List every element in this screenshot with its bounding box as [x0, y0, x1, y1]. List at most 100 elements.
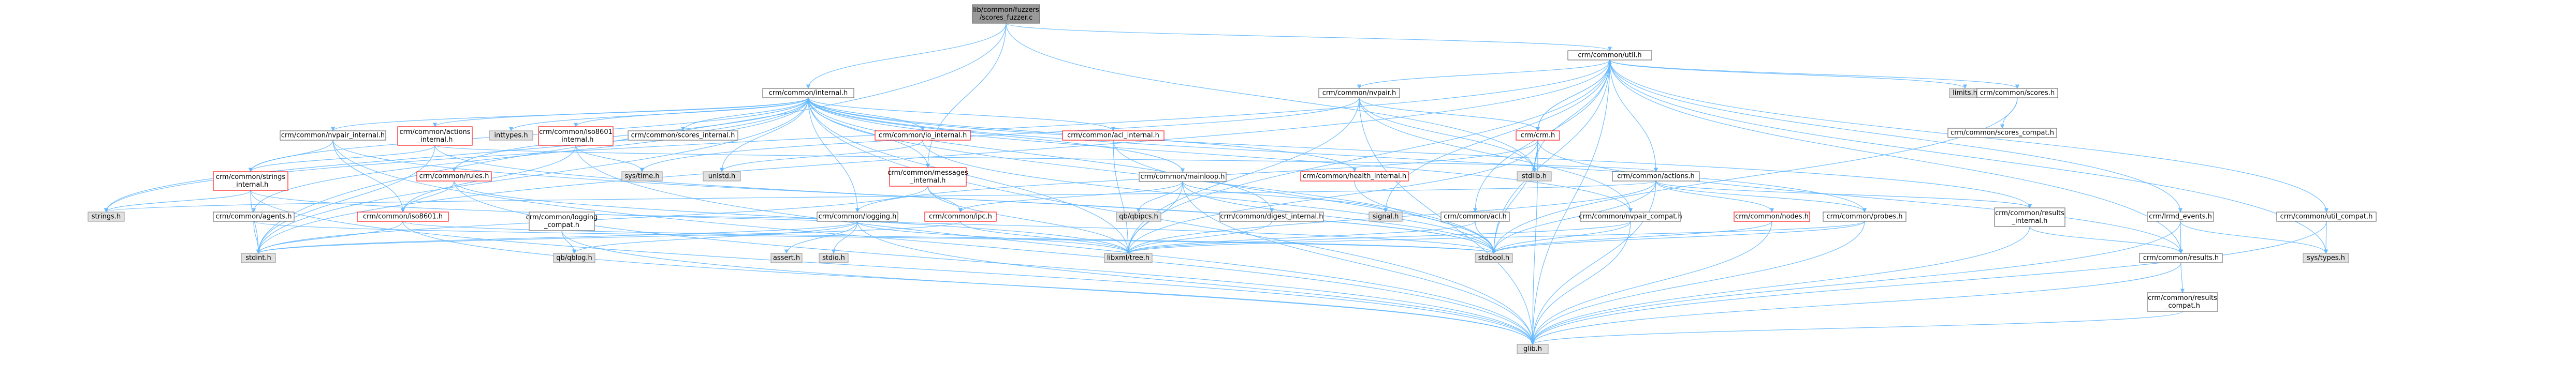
node-label: assert.h — [773, 254, 800, 262]
edge-acl_internal-to-stdbool — [1113, 140, 1496, 254]
node-label: crm/common/acl_internal.h — [1067, 132, 1159, 140]
node-lrmd_events[interactable]: crm/lrmd_events.h — [2147, 212, 2214, 222]
node-iso8601[interactable]: crm/common/iso8601.h — [357, 212, 449, 222]
edge-rules-to-iso8601 — [400, 180, 455, 213]
node-label: crm/common/internal.h — [769, 89, 848, 97]
node-digest_internal[interactable]: crm/common/digest_internal.h — [1219, 212, 1324, 222]
node-iso8601_internal[interactable]: crm/common/iso8601_internal.h — [538, 126, 614, 146]
edge-crm-to-stdlib — [1532, 140, 1538, 172]
node-logging[interactable]: crm/common/logging.h — [817, 212, 898, 222]
edge-util-to-signal — [1383, 59, 1610, 213]
node-label: crm/common/nvpair_compat.h — [1579, 213, 1682, 221]
edge-iso8601_internal-to-systime — [575, 145, 645, 172]
node-box — [1947, 128, 2057, 138]
edge-logging-to-stdint — [256, 221, 858, 254]
node-root[interactable]: lib/common/fuzzers/scores_fuzzer.c — [972, 4, 1040, 24]
edge-nvpair_internal-to-strings_internal — [248, 140, 333, 172]
node-label: crm/common/agents.h — [215, 213, 292, 221]
node-box — [817, 212, 898, 222]
node-label: inttypes.h — [494, 132, 528, 140]
node-label: libxml/tree.h — [1107, 254, 1149, 262]
node-strings_internal[interactable]: crm/common/strings_internal.h — [213, 171, 288, 191]
node-messages_internal[interactable]: crm/common/messages_internal.h — [887, 167, 968, 187]
node-label: crm/common/nodes.h — [1735, 213, 1809, 221]
node-results_internal[interactable]: crm/common/results_internal.h — [1994, 207, 2065, 227]
node-health_internal[interactable]: crm/common/health_internal.h — [1300, 171, 1409, 182]
node-box — [1994, 207, 2065, 227]
node-label: crm/common/util_compat.h — [2280, 213, 2373, 221]
node-box — [1116, 212, 1161, 222]
edge-util_compat-to-glib — [1530, 221, 2327, 345]
node-nvpair_internal[interactable]: crm/common/nvpair_internal.h — [280, 130, 386, 141]
edge-crm-to-stdbool — [1491, 140, 1538, 254]
node-crm[interactable]: crm/crm.h — [1516, 130, 1560, 141]
edge-nvpair-to-stdlib — [1359, 97, 1537, 172]
edge-mainloop-to-stdbool — [1182, 181, 1496, 254]
edge-mainloop-to-glib — [1182, 181, 1535, 345]
edge-probes-to-libxml — [1126, 221, 1865, 254]
node-scores_internal[interactable]: crm/common/scores_internal.h — [628, 130, 738, 141]
node-box — [1517, 171, 1552, 182]
node-label: lib/common/fuzzers — [973, 6, 1039, 14]
node-box — [280, 130, 386, 141]
node-util_compat[interactable]: crm/common/util_compat.h — [2276, 212, 2377, 222]
edge-crm-to-libxml — [1126, 140, 1538, 254]
edge-logging-to-glib — [857, 221, 1535, 345]
edge-logging-to-stdio — [831, 221, 858, 254]
node-io_internal[interactable]: crm/common/io_internal.h — [875, 130, 971, 141]
edge-iso8601_internal-to-glib — [575, 145, 1535, 345]
edge-util-to-glib — [1530, 59, 1610, 345]
edge-acl-to-libxml — [1126, 221, 1476, 254]
edge-strings_internal-to-glib — [250, 190, 1535, 345]
node-label: crm/common/results — [1995, 209, 2064, 217]
node-nvpair[interactable]: crm/common/nvpair.h — [1318, 88, 1400, 98]
edge-nvpair_internal-to-iso8601 — [332, 140, 405, 213]
node-actions_internal[interactable]: crm/common/actions_internal.h — [397, 126, 473, 146]
edge-actions_internal-to-actions — [434, 145, 1658, 172]
node-scores_compat[interactable]: crm/common/scores_compat.h — [1947, 128, 2057, 138]
node-systypes: sys/types.h — [2303, 253, 2349, 263]
edge-actions-to-strings — [104, 180, 1656, 213]
node-box — [875, 130, 971, 141]
node-scores[interactable]: crm/common/scores.h — [1976, 88, 2058, 98]
node-mainloop[interactable]: crm/common/mainloop.h — [1139, 172, 1227, 182]
node-rules[interactable]: crm/common/rules.h — [416, 171, 492, 182]
node-strings: strings.h — [88, 212, 125, 222]
edge-mainloop-to-qbipcs — [1136, 181, 1183, 213]
node-box — [529, 212, 595, 231]
edge-lrmd_events-to-results — [2178, 221, 2184, 254]
edge-internal-to-scores_internal — [680, 97, 809, 131]
node-box — [1062, 130, 1165, 141]
node-acl_internal[interactable]: crm/common/acl_internal.h — [1062, 130, 1165, 141]
edge-actions-to-nodes — [1655, 180, 1774, 213]
node-stdbool: stdbool.h — [1475, 253, 1513, 263]
node-box — [357, 212, 449, 222]
node-util[interactable]: crm/common/util.h — [1567, 50, 1652, 61]
node-results_compat[interactable]: crm/common/results_compat.h — [2147, 292, 2218, 312]
node-box — [2139, 253, 2223, 263]
node-results[interactable]: crm/common/results.h — [2139, 253, 2223, 263]
node-label: crm/common/results — [2148, 294, 2217, 302]
node-internal[interactable]: crm/common/internal.h — [762, 88, 854, 98]
node-box — [1517, 344, 1549, 354]
node-label: crm/common/nvpair.h — [1322, 89, 1396, 97]
node-nodes[interactable]: crm/common/nodes.h — [1734, 212, 1810, 222]
node-ipc[interactable]: crm/common/ipc.h — [924, 212, 997, 222]
node-box — [1440, 212, 1510, 222]
node-agents[interactable]: crm/common/agents.h — [213, 212, 295, 222]
node-acl[interactable]: crm/common/acl.h — [1440, 212, 1510, 222]
node-actions[interactable]: crm/common/actions.h — [1612, 171, 1700, 182]
edge-root-to-messages_internal — [925, 23, 1007, 168]
node-label: crm/common/iso8601.h — [363, 213, 443, 221]
edge-util-to-lrmd_events — [1609, 59, 2183, 213]
edge-logging-to-qblog — [572, 221, 858, 254]
node-box — [621, 171, 663, 182]
node-label: stdlib.h — [1522, 173, 1547, 180]
node-nvpair_compat[interactable]: crm/common/nvpair_compat.h — [1579, 212, 1682, 222]
node-probes[interactable]: crm/common/probes.h — [1823, 212, 1906, 222]
node-label: crm/common/strings — [216, 173, 286, 181]
edge-logging_compat-to-qblog — [561, 230, 577, 254]
edge-util-to-limits — [1609, 59, 1968, 89]
node-label: stdio.h — [822, 254, 845, 262]
node-logging_compat[interactable]: crm/common/logging_compat.h — [526, 212, 598, 231]
